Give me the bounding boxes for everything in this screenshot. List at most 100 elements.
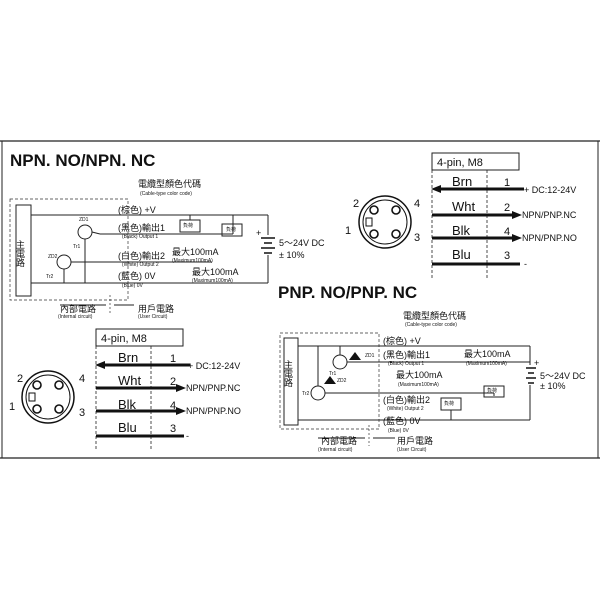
connector-top: 4-pin, M8 2 1 4 3 Brn 1 + DC:12-24V Wht …	[345, 152, 577, 278]
connector-top-face	[358, 195, 412, 249]
npn-internal-box	[9, 198, 129, 301]
pnp-tr2	[310, 385, 326, 401]
connector-bottom-title: 4-pin, M8	[101, 333, 147, 345]
svg-text:(White) Output 2: (White) Output 2	[387, 406, 424, 412]
svg-text:1: 1	[504, 177, 510, 189]
svg-text:(Maximum100mA): (Maximum100mA)	[466, 361, 507, 367]
pnp-max-current-1: 最大100mA	[464, 348, 511, 359]
npn-load-2	[221, 223, 243, 237]
npn-power-tolerance: ± 10%	[279, 250, 304, 260]
svg-text:(Maximum100mA): (Maximum100mA)	[192, 278, 233, 284]
svg-text:NPN/PNP.NO: NPN/PNP.NO	[186, 406, 241, 416]
connector-bottom-face	[21, 370, 75, 424]
svg-text:3: 3	[79, 407, 85, 419]
connector-top-pin-wht: Wht 2 NPN/PNP.NC	[432, 199, 577, 220]
svg-text:1: 1	[345, 225, 351, 237]
svg-text:1: 1	[170, 353, 176, 365]
svg-text:4: 4	[414, 198, 420, 210]
pnp-title: PNP. NO/PNP. NC	[278, 283, 417, 302]
svg-text:(Internal circuit): (Internal circuit)	[58, 314, 93, 320]
svg-text:NPN/PNP.NC: NPN/PNP.NC	[186, 383, 241, 393]
svg-text:(Blue) 0V: (Blue) 0V	[122, 283, 144, 289]
svg-text:Wht: Wht	[452, 199, 476, 214]
svg-text:Blu: Blu	[118, 420, 137, 435]
connector-top-pin-blk: Blk 4 NPN/PNP.NO	[432, 223, 577, 243]
svg-text:ZD1: ZD1	[365, 353, 375, 359]
pnp-power-spec: 5～24V DC	[540, 371, 586, 381]
svg-text:1: 1	[9, 401, 15, 413]
svg-text:+ DC:12-24V: + DC:12-24V	[524, 185, 576, 195]
pnp-cable-header: 電纜型顏色代碼	[403, 310, 466, 321]
npn-cable-header: 電纜型顏色代碼	[138, 178, 201, 189]
svg-text:3: 3	[170, 423, 176, 435]
svg-text:Brn: Brn	[118, 350, 138, 365]
npn-main-circuit-label: 主電路	[15, 239, 25, 268]
svg-text:-: -	[186, 431, 189, 441]
svg-text:(White) Output 2: (White) Output 2	[122, 262, 159, 268]
pnp-cable-header-en: (Cable-type color code)	[405, 322, 457, 328]
svg-text:Blk: Blk	[452, 223, 471, 238]
npn-internal-label: 內部電路	[60, 303, 96, 314]
svg-text:(Maximum100mA): (Maximum100mA)	[172, 258, 213, 264]
connector-bottom-title-box	[95, 328, 184, 347]
svg-text:(Black) Output 1: (Black) Output 1	[122, 234, 158, 240]
svg-text:Brn: Brn	[452, 174, 472, 189]
connector-top-title: 4-pin, M8	[437, 157, 483, 169]
svg-text:Wht: Wht	[118, 373, 142, 388]
svg-text:(Maximum100mA): (Maximum100mA)	[398, 382, 439, 388]
pnp-load-1	[483, 385, 505, 398]
svg-text:Blu: Blu	[452, 247, 471, 262]
svg-text:負荷: 負荷	[487, 387, 497, 394]
pnp-tr1	[332, 354, 348, 370]
npn-title: NPN. NO/NPN. NC	[10, 151, 155, 170]
pnp-internal-label: 內部電路	[321, 435, 357, 446]
svg-text:負荷: 負荷	[226, 226, 236, 233]
svg-text:Tr2: Tr2	[46, 274, 54, 280]
connector-bottom-pin-brn: Brn 1 + DC:12-24V	[95, 350, 240, 371]
npn-max-current-1: 最大100mA	[172, 246, 219, 257]
pnp-white-label: (白色)輸出2	[383, 394, 430, 405]
pnp-power-tolerance: ± 10%	[540, 381, 565, 391]
npn-circuit: 電纜型顏色代碼 (Cable-type color code) 主電路 + 5～…	[9, 178, 325, 320]
svg-text:負荷: 負荷	[183, 222, 193, 229]
svg-text:3: 3	[504, 250, 510, 262]
pnp-user-label: 用戶電路	[397, 435, 433, 446]
pnp-circuit: 電纜型顏色代碼 (Cable-type color code) 主電路 + 5～…	[279, 310, 586, 453]
connector-top-pin-blu: Blu 3 -	[432, 247, 527, 269]
npn-black-label: (黑色)輸出1	[118, 222, 165, 233]
npn-blue-label: (藍色) 0V	[118, 270, 156, 281]
svg-text:Tr1: Tr1	[73, 244, 81, 250]
svg-text:NPN/PNP.NO: NPN/PNP.NO	[522, 233, 577, 243]
npn-user-label: 用戶電路	[138, 303, 174, 314]
svg-text:2: 2	[504, 202, 510, 214]
pnp-brown-label: (棕色) +V	[383, 335, 421, 346]
npn-load-1	[179, 219, 201, 233]
connector-bottom: 4-pin, M8 2 1 4 3 Brn 1 + DC:12-24V Wht …	[9, 328, 241, 450]
svg-text:+ DC:12-24V: + DC:12-24V	[188, 361, 240, 371]
svg-text:+: +	[256, 228, 261, 238]
svg-text:Tr1: Tr1	[329, 371, 337, 377]
svg-text:4: 4	[170, 400, 176, 412]
npn-tr1	[77, 224, 93, 240]
svg-text:Tr2: Tr2	[302, 391, 310, 397]
svg-text:(User Circuit): (User Circuit)	[397, 447, 427, 453]
svg-text:(User Circuit): (User Circuit)	[138, 314, 168, 320]
npn-tr2	[56, 254, 72, 270]
svg-text:(Internal circuit): (Internal circuit)	[318, 447, 353, 453]
connector-bottom-pin-wht: Wht 2 NPN/PNP.NC	[96, 373, 241, 393]
connector-bottom-pin-blu: Blu 3 -	[96, 420, 189, 441]
npn-main-circuit-block	[15, 204, 32, 297]
pnp-max-current-2: 最大100mA	[396, 369, 443, 380]
npn-cable-header-en: (Cable-type color code)	[140, 191, 192, 197]
svg-text:NPN/PNP.NC: NPN/PNP.NC	[522, 210, 577, 220]
svg-text:3: 3	[414, 232, 420, 244]
svg-text:負荷: 負荷	[444, 400, 454, 407]
svg-text:Blk: Blk	[118, 397, 137, 412]
connector-bottom-pin-blk: Blk 4 NPN/PNP.NO	[96, 397, 241, 416]
svg-text:ZD2: ZD2	[337, 378, 347, 384]
connector-top-title-box	[431, 152, 520, 171]
svg-text:2: 2	[170, 376, 176, 388]
svg-text:-: -	[524, 259, 527, 269]
pnp-load-2	[440, 397, 462, 411]
